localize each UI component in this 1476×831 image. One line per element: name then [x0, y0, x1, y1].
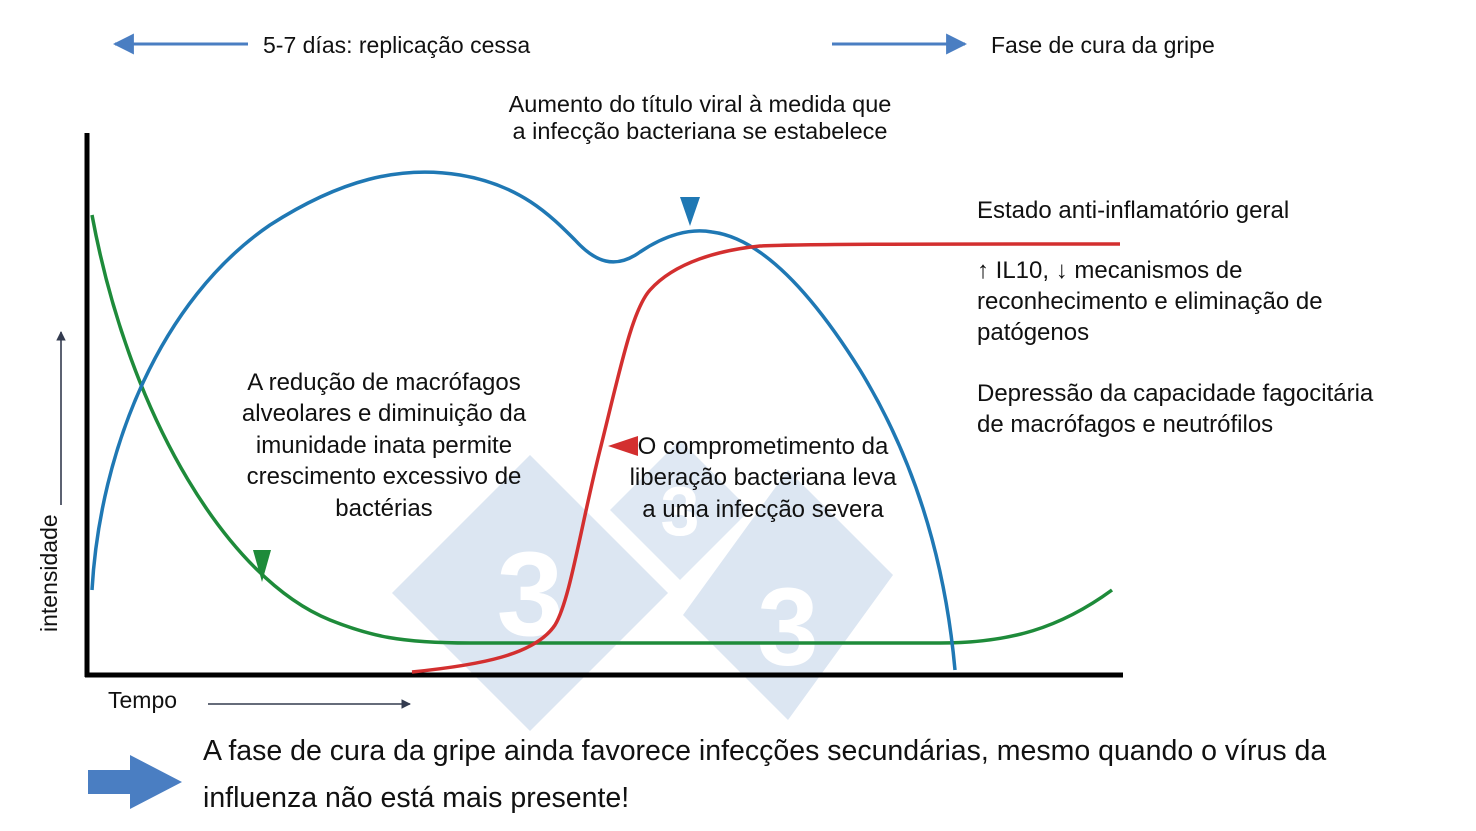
watermark-digit-right: 3	[757, 566, 818, 689]
viral-peak-marker	[680, 197, 700, 226]
immunity-curve	[90, 214, 1114, 645]
watermark-digit-left: 3	[497, 527, 564, 661]
conclusion-arrow-icon	[88, 755, 182, 809]
immunity-marker	[253, 550, 271, 582]
header-right-label: Fase de cura da gripe	[991, 32, 1215, 58]
watermark-diamond-right	[683, 470, 893, 720]
watermark-digit-top: 3	[661, 472, 700, 550]
y-axis-label: intensidade	[36, 514, 62, 632]
watermark-diamond-top	[610, 440, 750, 580]
anti-inflammatory-note: Estado anti-inflamatório geral	[977, 197, 1290, 224]
viral-titer-annotation: Aumento do título viral à medida que a i…	[508, 91, 892, 145]
bacterial-curve	[411, 242, 1121, 674]
x-axis-label: Tempo	[108, 687, 178, 713]
header-left-label: 5-7 días: replicação cessa	[263, 32, 531, 58]
watermark-diamond-left	[392, 455, 668, 731]
depression-note: Depressão da capacidade fagocitária de m…	[977, 380, 1374, 439]
bacterial-marker	[608, 436, 638, 456]
compromise-annotation: O comprometimento da liberação bacterian…	[629, 433, 897, 523]
il10-note: ↑ IL10, ↓ mecanismos de reconhecimento e…	[977, 257, 1323, 347]
conclusion-text: A fase de cura da gripe ainda favorece i…	[203, 735, 1327, 815]
viral-titer-curve	[90, 170, 957, 671]
macrophage-annotation: A redução de macrófagos alveolares e dim…	[241, 369, 527, 522]
